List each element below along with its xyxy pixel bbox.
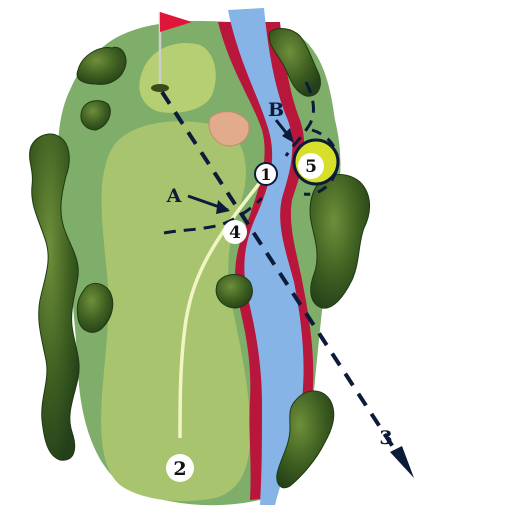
marker-4: 4 [223, 220, 247, 244]
swing-arc-a [163, 196, 264, 235]
flag-icon [151, 12, 192, 92]
swing-arc-b [284, 81, 315, 157]
shot-path-dashed [160, 90, 410, 472]
marker-1: 1 [254, 162, 278, 186]
letter-a-label: A [166, 185, 182, 207]
marker-5-label: 5 [305, 157, 317, 177]
marker-3-label: 3 [379, 427, 392, 449]
marker-2-label: 2 [173, 458, 186, 480]
tree-cluster-icon [29, 28, 370, 489]
marker-1-label: 1 [260, 165, 271, 184]
shot-arrowhead [390, 446, 414, 478]
putting-green [139, 43, 216, 113]
bunker [208, 111, 250, 147]
marker-2: 2 [166, 454, 194, 482]
fairway-area [101, 121, 251, 502]
marker-5: 5 [298, 153, 324, 179]
marker-4-label: 4 [229, 223, 241, 243]
letter-b-label: B [268, 99, 284, 121]
